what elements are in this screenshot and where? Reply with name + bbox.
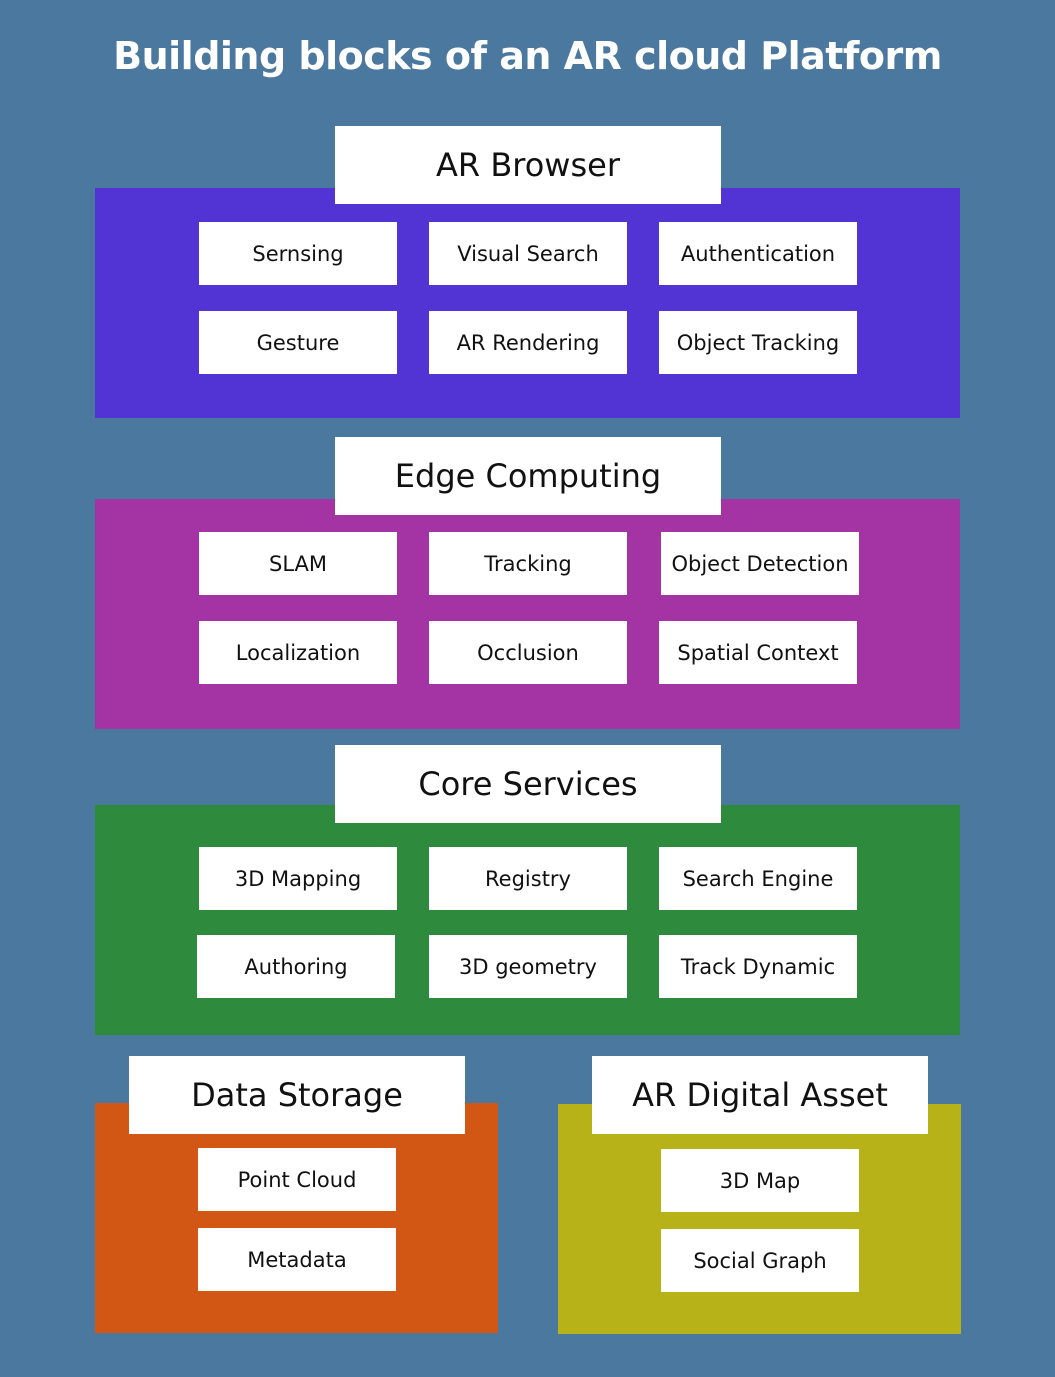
core-services-item-3d-geometry: 3D geometry [429, 935, 627, 998]
ar-browser-heading: AR Browser [335, 126, 721, 204]
core-services-item-track-dynamic: Track Dynamic [659, 935, 857, 998]
core-services-item-3d-mapping: 3D Mapping [199, 847, 397, 910]
core-services-heading: Core Services [335, 745, 721, 823]
data-storage-item-metadata: Metadata [198, 1228, 396, 1291]
ar-browser-item-authentication: Authentication [659, 222, 857, 285]
core-services-panel [95, 805, 960, 1035]
ar-digital-asset-heading: AR Digital Asset [592, 1056, 928, 1134]
ar-browser-item-object-tracking: Object Tracking [659, 311, 857, 374]
ar-digital-asset-item-3d-map: 3D Map [661, 1149, 859, 1212]
ar-browser-item-ar-rendering: AR Rendering [429, 311, 627, 374]
ar-digital-asset-panel [558, 1104, 961, 1334]
page-title: Building blocks of an AR cloud Platform [113, 34, 942, 78]
data-storage-item-point-cloud: Point Cloud [198, 1148, 396, 1211]
core-services-item-search-engine: Search Engine [659, 847, 857, 910]
ar-browser-item-sensing: Sernsing [199, 222, 397, 285]
core-services-item-authoring: Authoring [197, 935, 395, 998]
ar-browser-item-gesture: Gesture [199, 311, 397, 374]
edge-computing-item-localization: Localization [199, 621, 397, 684]
edge-computing-item-object-detection: Object Detection [661, 532, 859, 595]
core-services-item-registry: Registry [429, 847, 627, 910]
edge-computing-item-occlusion: Occlusion [429, 621, 627, 684]
edge-computing-item-tracking: Tracking [429, 532, 627, 595]
ar-digital-asset-item-social-graph: Social Graph [661, 1229, 859, 1292]
data-storage-panel [95, 1103, 498, 1333]
edge-computing-heading: Edge Computing [335, 437, 721, 515]
ar-browser-item-visual-search: Visual Search [429, 222, 627, 285]
edge-computing-item-spatial-context: Spatial Context [659, 621, 857, 684]
data-storage-heading: Data Storage [129, 1056, 465, 1134]
edge-computing-item-slam: SLAM [199, 532, 397, 595]
